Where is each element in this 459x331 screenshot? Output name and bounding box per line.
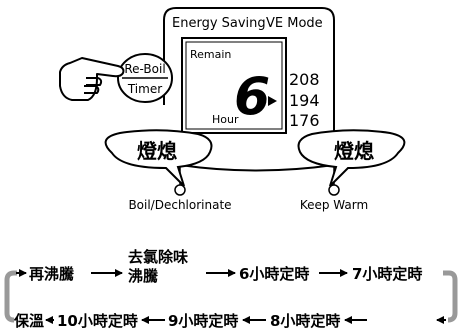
temperature-176: 176 xyxy=(289,111,320,130)
flow-10h-timer: 10小時定時 xyxy=(57,312,138,330)
panel-outline xyxy=(163,7,335,128)
flow-8h-timer: 8小時定時 xyxy=(270,312,340,330)
keep-warm-lamp-off-text: 燈熄 xyxy=(334,139,374,163)
flow-keep-warm: 保溫 xyxy=(13,312,44,330)
hand-pointer-icon xyxy=(59,57,125,101)
lcd-digit: 6 xyxy=(234,67,270,127)
ve-mode-label: VE Mode xyxy=(266,16,323,31)
boil-lamp-off-bubble: 燈熄 xyxy=(104,129,213,187)
flow-7h-timer: 7小時定時 xyxy=(352,265,422,283)
flow-boil: 沸騰 xyxy=(128,267,159,285)
boil-dechlorinate-label: Boil/Dechlorinate xyxy=(128,198,231,212)
flow-9h-timer: 9小時定時 xyxy=(168,312,238,330)
boil-lamp-off-text: 燈熄 xyxy=(137,139,177,163)
boil-dechlorinate-lamp xyxy=(174,184,186,196)
timer-label: Timer xyxy=(127,82,162,96)
keep-warm-label: Keep Warm xyxy=(300,198,368,212)
reboil-timer-button[interactable]: Re-Boil Timer xyxy=(117,53,173,103)
cycle-loop xyxy=(4,270,458,323)
keep-warm-lamp xyxy=(328,184,340,196)
lcd-display: Remain 6 Hour xyxy=(181,37,287,134)
hour-label: Hour xyxy=(212,113,239,126)
flow-6h-timer: 6小時定時 xyxy=(239,265,309,283)
energy-saving-label: Energy Saving xyxy=(172,16,266,31)
reboil-label: Re-Boil xyxy=(124,62,165,76)
keep-warm-lamp-off-bubble: 燈熄 xyxy=(297,129,406,187)
temperature-194: 194 xyxy=(289,91,320,110)
flow-reboil: 再沸騰 xyxy=(29,265,75,283)
temperature-pointer-icon xyxy=(268,96,277,106)
temperature-208: 208 xyxy=(289,70,320,89)
flow-dechlorinate: 去氯除味 xyxy=(128,248,188,266)
remain-label: Remain xyxy=(190,48,231,61)
